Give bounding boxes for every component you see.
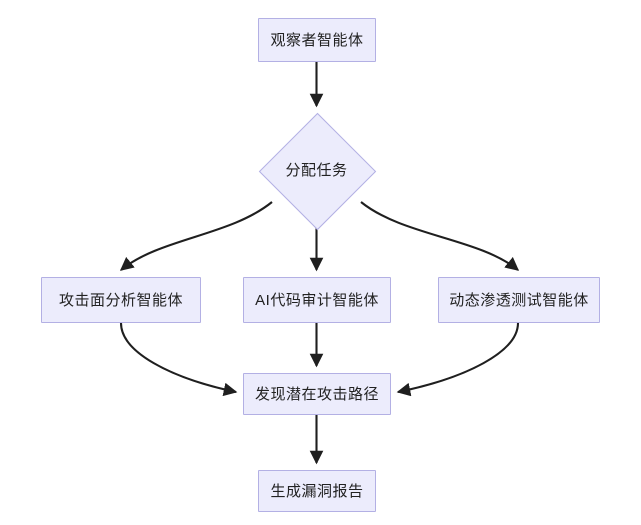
node-attack-surface-agent-label: 攻击面分析智能体 — [58, 291, 183, 309]
node-attack-paths[interactable]: 发现潜在攻击路径 — [243, 373, 391, 415]
edge-assign-to-attack — [119, 201, 273, 271]
node-observer-label: 观察者智能体 — [270, 31, 364, 49]
node-vulnerability-report-label: 生成漏洞报告 — [270, 482, 364, 500]
node-vulnerability-report[interactable]: 生成漏洞报告 — [258, 470, 376, 512]
node-assign[interactable]: 分配任务 — [258, 112, 377, 231]
edge-pentest-to-paths — [396, 322, 520, 397]
edge-attack-to-paths — [119, 322, 238, 397]
node-code-audit-agent[interactable]: AI代码审计智能体 — [243, 277, 391, 323]
node-pentest-agent-label: 动态渗透测试智能体 — [449, 291, 589, 309]
edge-assign-to-pentest — [360, 201, 520, 271]
node-pentest-agent[interactable]: 动态渗透测试智能体 — [438, 277, 600, 323]
node-attack-surface-agent[interactable]: 攻击面分析智能体 — [41, 277, 201, 323]
node-attack-paths-label: 发现潜在攻击路径 — [254, 385, 379, 403]
node-assign-label: 分配任务 — [285, 162, 348, 179]
node-observer[interactable]: 观察者智能体 — [258, 18, 376, 62]
node-code-audit-agent-label: AI代码审计智能体 — [255, 291, 379, 309]
